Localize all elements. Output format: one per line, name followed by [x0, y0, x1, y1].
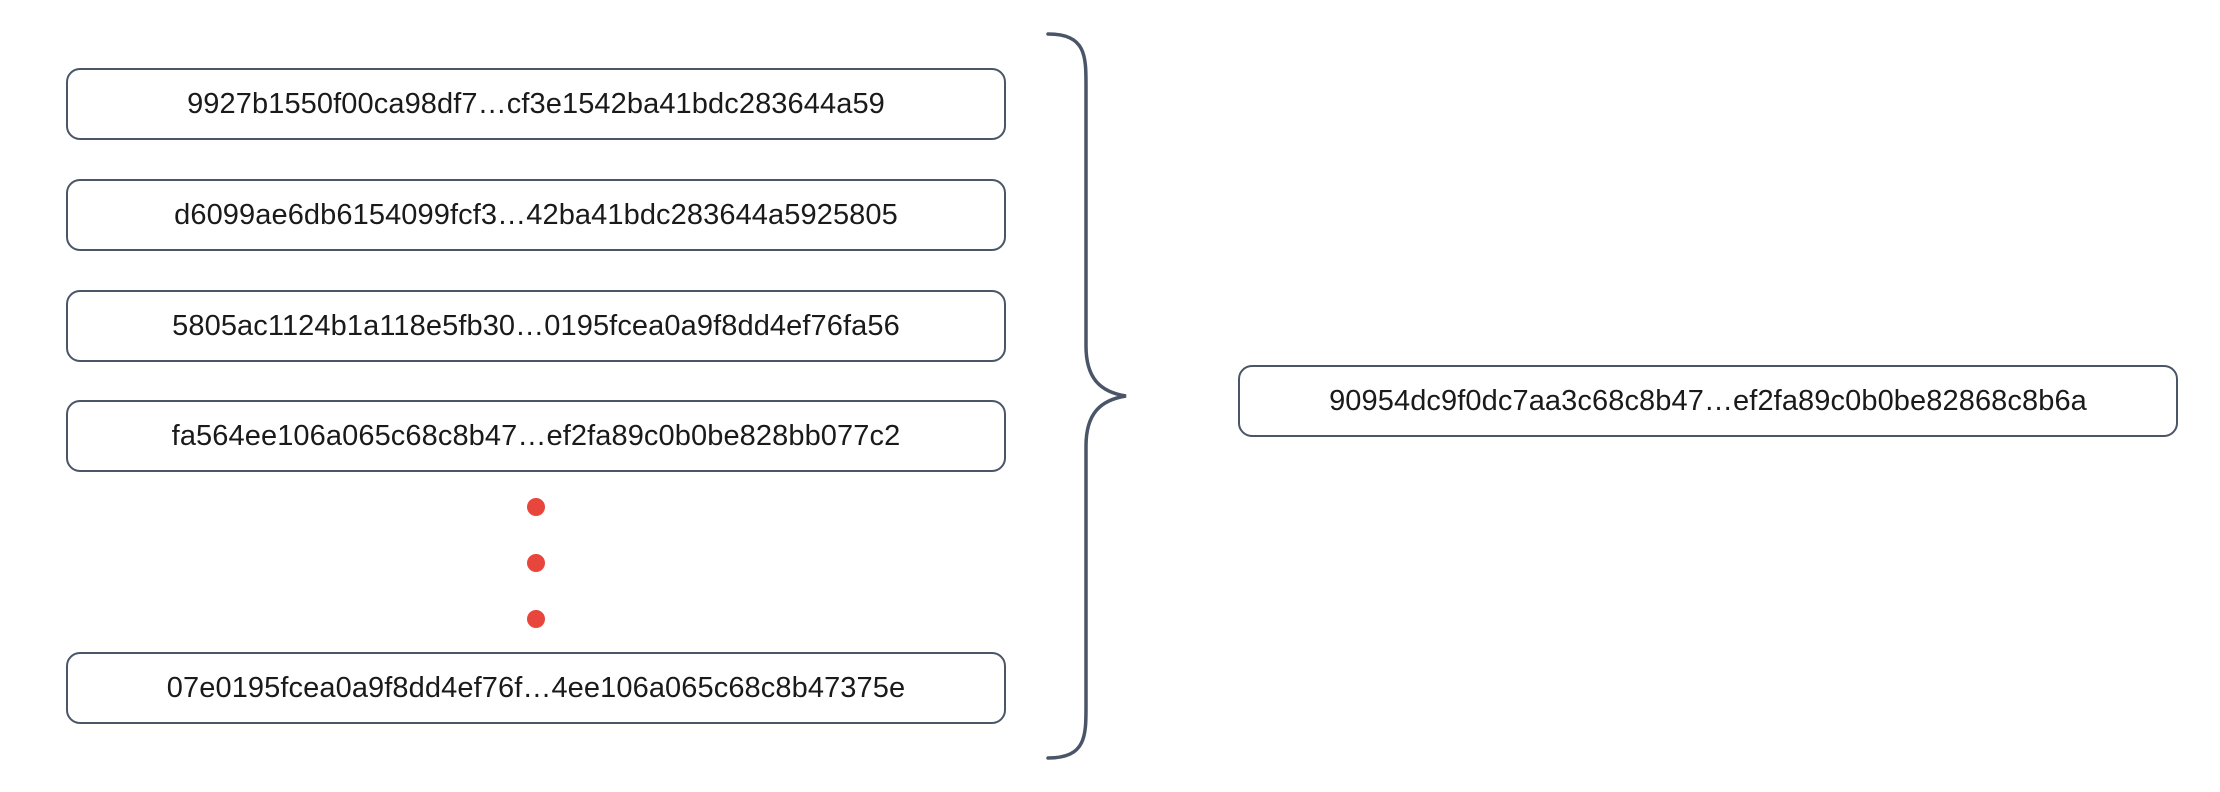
output-hash-text: 90954dc9f0dc7aa3c68c8b47…ef2fa89c0b0be82…	[1329, 384, 2087, 417]
curly-brace-icon	[1040, 28, 1160, 768]
input-hash-box-3[interactable]: 5805ac1124b1a118e5fb30…0195fcea0a9f8dd4e…	[66, 290, 1006, 362]
input-hash-text-4: fa564ee106a065c68c8b47…ef2fa89c0b0be828b…	[171, 419, 901, 452]
input-hash-text-3: 5805ac1124b1a118e5fb30…0195fcea0a9f8dd4e…	[172, 309, 900, 342]
input-hash-text-1: 9927b1550f00ca98df7…cf3e1542ba41bdc28364…	[187, 87, 885, 120]
input-hash-box-4[interactable]: fa564ee106a065c68c8b47…ef2fa89c0b0be828b…	[66, 400, 1006, 472]
input-hash-text-5: 07e0195fcea0a9f8dd4ef76f…4ee106a065c68c8…	[166, 671, 906, 704]
input-hash-box-2[interactable]: d6099ae6db6154099fcf3…42ba41bdc283644a59…	[66, 179, 1006, 251]
input-hash-text-2: d6099ae6db6154099fcf3…42ba41bdc283644a59…	[174, 198, 898, 231]
input-hash-box-5[interactable]: 07e0195fcea0a9f8dd4ef76f…4ee106a065c68c8…	[66, 652, 1006, 724]
input-hash-box-1[interactable]: 9927b1550f00ca98df7…cf3e1542ba41bdc28364…	[66, 68, 1006, 140]
ellipsis-dot-1	[527, 498, 545, 516]
vertical-ellipsis-icon	[498, 498, 574, 628]
ellipsis-dot-3	[527, 610, 545, 628]
output-hash-box[interactable]: 90954dc9f0dc7aa3c68c8b47…ef2fa89c0b0be82…	[1238, 365, 2178, 437]
ellipsis-dot-2	[527, 554, 545, 572]
